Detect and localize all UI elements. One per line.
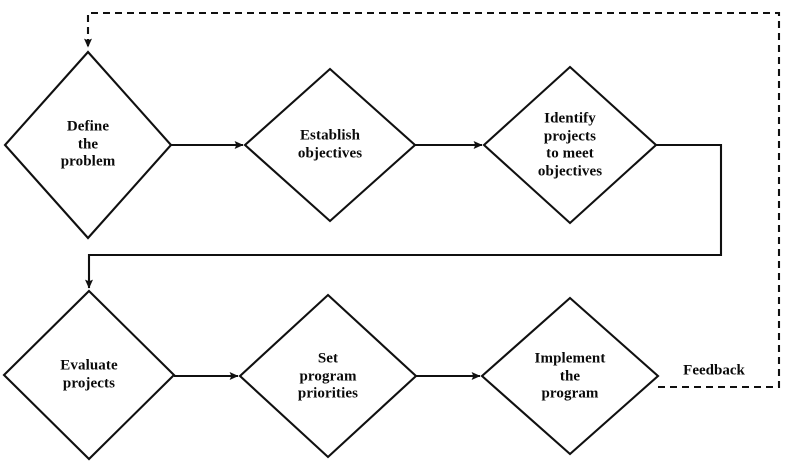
feedback-label-backdrop [676, 361, 756, 382]
edge-identify-to-evaluate [85, 143, 723, 289]
edge-feedback-loop [84, 11, 781, 389]
node-implement-the-program[interactable] [480, 296, 660, 456]
node-evaluate-projects[interactable] [2, 289, 176, 461]
node-identify-projects-to-meet-objectives[interactable] [482, 65, 658, 225]
node-set-program-priorities[interactable] [238, 293, 418, 459]
node-establish-objectives[interactable] [243, 67, 417, 223]
node-define-the-problem[interactable] [3, 50, 173, 240]
edge-label-feedback: Feedback [683, 362, 745, 379]
